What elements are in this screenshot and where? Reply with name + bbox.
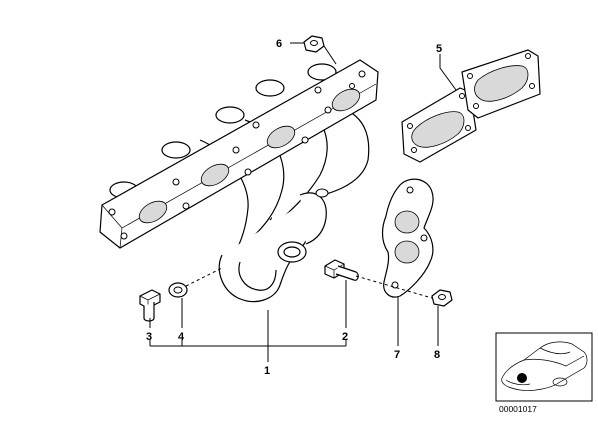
callout-7: 7 [394,349,400,361]
diagram-code: 00001017 [499,404,537,414]
bolt-2[interactable] [324,259,359,281]
location-marker [517,373,527,383]
callout-4: 4 [178,331,185,343]
callout-1: 1 [264,365,270,377]
leader-lines [149,42,457,362]
manifold-gasket-double[interactable] [401,49,541,163]
exhaust-manifold[interactable] [99,59,379,303]
washer-4[interactable] [168,282,188,298]
callout-2: 2 [342,331,348,343]
callout-6: 6 [276,38,282,50]
assembly-lines [185,45,433,299]
callout-labels: 1 2 3 4 5 6 7 8 [146,38,442,377]
nut-6[interactable] [303,35,325,53]
callout-8: 8 [434,349,440,361]
flange-gasket[interactable] [381,178,434,298]
nut-8[interactable] [431,289,453,307]
callout-5: 5 [436,43,442,55]
callout-3: 3 [146,331,152,343]
vehicle-location-thumbnail[interactable]: 00001017 [495,332,593,414]
bolt-3[interactable] [139,289,161,322]
